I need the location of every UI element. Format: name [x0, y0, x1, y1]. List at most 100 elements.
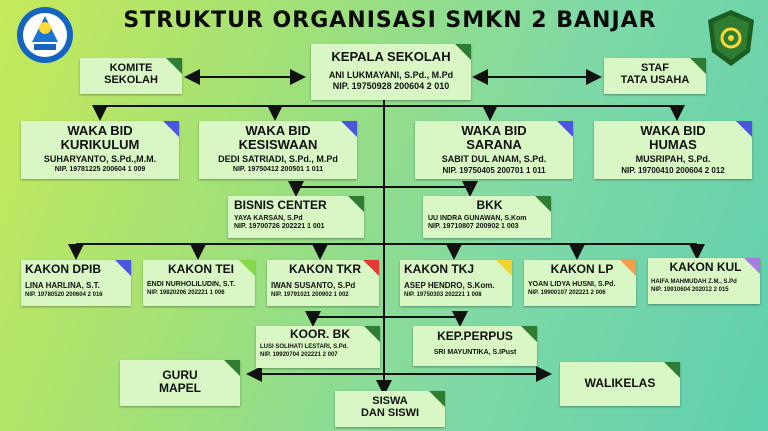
staf-tata-usaha-box: STAF TATA USAHA: [604, 58, 706, 94]
kakon-nip: NIP. 19910604 202012 2 015: [651, 286, 729, 293]
waka-line1: WAKA BID: [67, 123, 133, 138]
waka-nip: NIP. 19781225 200604 1 009: [54, 166, 146, 174]
kepala-nip: NIP. 19750928 200604 2 010: [332, 80, 450, 91]
kakon-label: KAKON TEI: [168, 262, 234, 276]
kepala-name: ANI LUKMAYANI, S.Pd., M.Pd: [328, 69, 454, 80]
corner-fold: [348, 196, 364, 212]
waka-name: SABIT DUL ANAM, S.Pd.: [441, 154, 547, 165]
waka-nip: NIP. 19750412 200501 1 011: [232, 166, 324, 174]
kakon-label: KAKON TKR: [289, 262, 361, 276]
komite-sekolah-box: KOMITE SEKOLAH: [80, 58, 182, 94]
siswa-box: SISWA DAN SISWI: [335, 391, 445, 427]
kepala-sekolah-box: KEPALA SEKOLAH ANI LUKMAYANI, S.Pd., M.P…: [311, 44, 471, 100]
kakon-name: ASEP HENDRO, S.Kom.: [404, 280, 495, 290]
corner-fold: [363, 260, 379, 276]
bkk-label: BKK: [476, 198, 503, 212]
corner-fold: [521, 326, 537, 342]
waka-line1: WAKA BID: [640, 123, 706, 138]
guru-mapel-box: GURU MAPEL: [120, 360, 240, 406]
corner-fold: [224, 360, 240, 376]
corner-fold: [690, 58, 706, 74]
waka-line2: KESISWAAN: [238, 136, 318, 152]
kakon-tkr-box: KAKON TKR IWAN SUSANTO, S.Pd NIP. 197910…: [267, 260, 379, 306]
tut-wuri-handayani-logo: [16, 6, 74, 64]
guru-line2: MAPEL: [159, 380, 201, 395]
kakon-nip: NIP. 19791021 200902 1 002: [271, 291, 349, 298]
corner-fold: [239, 260, 255, 276]
bkk-nip: NIP. 19710807 200902 1 003: [428, 222, 519, 230]
kakon-label: KAKON TKJ: [404, 262, 475, 276]
walikelas-label: WALIKELAS: [584, 376, 656, 390]
bkk-box: BKK UU INDRA GUNAWAN, S.Kom NIP. 1971080…: [423, 196, 551, 238]
bisnis-center-box: BISNIS CENTER YAYA KARSAN, S.Pd NIP. 197…: [228, 196, 364, 238]
kakon-name: ENDI NURHOLILUDIN, S.T.: [147, 280, 235, 288]
page-title: STRUKTUR ORGANISASI SMKN 2 BANJAR: [123, 8, 657, 33]
corner-fold: [744, 258, 760, 274]
siswa-line2: DAN SISWI: [360, 406, 420, 419]
corner-fold: [166, 58, 182, 74]
kakon-nip: NIP. 19750303 202221 1 008: [404, 291, 482, 298]
komite-line1: KOMITE: [109, 62, 153, 74]
corner-fold: [557, 121, 573, 137]
waka-line1: WAKA BID: [245, 123, 311, 138]
waka-line2: HUMAS: [649, 136, 697, 152]
waka-name: MUSRIPAH, S.Pd.: [635, 154, 711, 165]
kakon-label: KAKON DPIB: [25, 262, 102, 276]
corner-fold: [341, 121, 357, 137]
waka-humas-box: WAKA BID HUMAS MUSRIPAH, S.Pd. NIP. 1970…: [594, 121, 752, 179]
bkk-name: UU INDRA GUNAWAN, S.Kom: [428, 214, 527, 222]
waka-name: DEDI SATRIADI, S.Pd., M.Pd: [218, 154, 338, 165]
siswa-line1: SISWA: [372, 395, 408, 407]
kakon-nip: NIP. 19900107 202221 2 006: [528, 289, 606, 296]
waka-kesiswaan-box: WAKA BID KESISWAAN DEDI SATRIADI, S.Pd.,…: [199, 121, 357, 179]
smk-negeri-2-banjar-logo: [706, 8, 756, 68]
kakon-nip: NIP. 19820206 202221 1 006: [147, 289, 225, 296]
kakon-label: KAKON LP: [550, 262, 614, 276]
bisnis-name: YAYA KARSAN, S.Pd: [234, 214, 303, 222]
waka-line2: SARANA: [466, 136, 522, 152]
staf-line2: TATA USAHA: [620, 73, 690, 86]
bisnis-nip: NIP. 19700726 202221 1 001: [234, 222, 325, 230]
koor-name: LUSI SOLIHATI LESTARI, S.Pd.: [260, 343, 349, 350]
kakon-nip: NIP. 19780520 200604 2 016: [25, 291, 103, 298]
corner-fold: [736, 121, 752, 137]
waka-nip: NIP. 19700410 200604 2 012: [621, 166, 725, 176]
kep-perpus-box: KEP.PERPUS SRI MAYUNTIKA, S.IPust: [413, 326, 537, 366]
staf-line1: STAF: [641, 62, 669, 74]
koor-nip: NIP. 19920704 202221 2 007: [260, 351, 338, 358]
corner-fold: [620, 260, 636, 276]
corner-fold: [115, 260, 131, 276]
corner-fold: [496, 260, 512, 276]
kakon-name: LINA HARLINA, S.T.: [25, 280, 100, 290]
kakon-tkj-box: KAKON TKJ ASEP HENDRO, S.Kom. NIP. 19750…: [400, 260, 512, 306]
kakon-lp-box: KAKON LP YOAN LIDYA HUSNI, S.Pd. NIP. 19…: [524, 260, 636, 306]
waka-name: SUHARYANTO, S.Pd.,M.M.: [43, 154, 157, 165]
waka-line2: KURIKULUM: [60, 136, 140, 152]
waka-nip: NIP. 19750405 200701 1 011: [442, 166, 546, 176]
corner-fold: [429, 391, 445, 407]
koor-label: KOOR. BK: [290, 327, 350, 341]
corner-fold: [535, 196, 551, 212]
waka-kurikulum-box: WAKA BID KURIKULUM SUHARYANTO, S.Pd.,M.M…: [21, 121, 179, 179]
kepala-label: KEPALA SEKOLAH: [331, 49, 451, 64]
komite-line2: SEKOLAH: [104, 73, 158, 86]
kakon-tei-box: KAKON TEI ENDI NURHOLILUDIN, S.T. NIP. 1…: [143, 260, 255, 306]
kakon-label: KAKON KUL: [669, 260, 742, 274]
kakon-kul-box: KAKON KUL HAIFA MAHMUDAH Z.M., S.Pd NIP.…: [648, 258, 760, 304]
bisnis-label: BISNIS CENTER: [234, 198, 327, 212]
corner-fold: [364, 326, 380, 342]
waka-sarana-box: WAKA BID SARANA SABIT DUL ANAM, S.Pd. NI…: [415, 121, 573, 179]
guru-line1: GURU: [162, 368, 198, 382]
perpus-label: KEP.PERPUS: [437, 329, 513, 343]
corner-fold: [163, 121, 179, 137]
corner-fold: [455, 44, 471, 60]
perpus-name: SRI MAYUNTIKA, S.IPust: [433, 348, 517, 356]
koor-bk-box: KOOR. BK LUSI SOLIHATI LESTARI, S.Pd. NI…: [256, 326, 380, 368]
waka-line1: WAKA BID: [461, 123, 527, 138]
walikelas-box: WALIKELAS: [560, 362, 680, 406]
kakon-name: HAIFA MAHMUDAH Z.M., S.Pd: [651, 278, 737, 285]
kakon-dpib-box: KAKON DPIB LINA HARLINA, S.T. NIP. 19780…: [21, 260, 131, 306]
corner-fold: [664, 362, 680, 378]
